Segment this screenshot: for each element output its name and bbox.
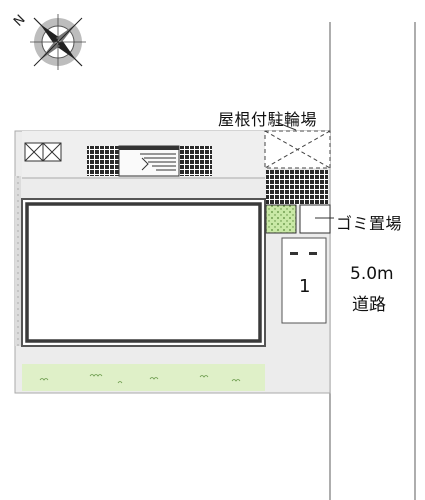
parking-space-1	[281, 237, 327, 324]
bicycle-parking-leader	[275, 121, 297, 131]
planting-bed	[265, 204, 297, 234]
road-width-label: 5.0m	[350, 264, 394, 284]
site-edge-strip	[15, 176, 21, 346]
wheel-stop-left	[290, 252, 298, 255]
building-inner	[25, 202, 262, 343]
garbage-area-label: ゴミ置場	[336, 214, 403, 233]
lawn	[22, 364, 265, 391]
staircase-icon	[118, 145, 180, 177]
garbage-area	[299, 204, 331, 234]
covered-bicycle-parking-label: 屋根付駐輪場	[218, 110, 318, 129]
paver-right	[179, 146, 212, 176]
paver-left	[87, 146, 119, 176]
wheel-stop-right	[309, 252, 317, 255]
road-label: 道路	[352, 295, 386, 315]
bicycle-parking-pavers	[266, 170, 328, 205]
lawn-tufts	[39, 374, 241, 384]
compass-rose-icon	[30, 14, 86, 70]
north-label: N	[11, 12, 28, 29]
utility-box-icon	[24, 142, 62, 162]
parking-spot-number: 1	[299, 276, 311, 297]
